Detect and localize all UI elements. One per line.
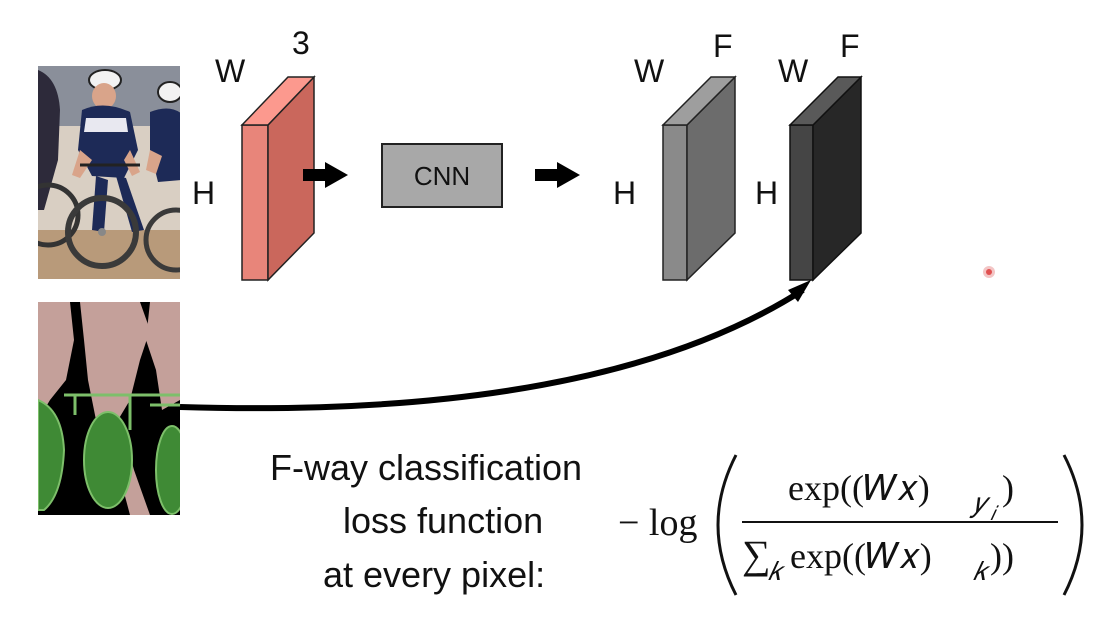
arrow-input-to-cnn bbox=[303, 162, 348, 188]
output-volume-1-top bbox=[661, 76, 737, 126]
formula-numerator-sub: 𝑦 bbox=[969, 488, 991, 519]
output-volume-2 bbox=[788, 75, 863, 282]
formula-sum: ∑ bbox=[742, 532, 771, 577]
curved-arrow-head bbox=[788, 280, 811, 302]
curved-arrow-to-output bbox=[179, 287, 805, 412]
arrow-cnn-to-output bbox=[535, 162, 580, 188]
segmentation-mask bbox=[38, 302, 180, 515]
input-channels-label: 3 bbox=[292, 25, 310, 61]
output-2-width-label: W bbox=[778, 53, 809, 89]
formula-denominator-sub: 𝑘 bbox=[973, 557, 991, 586]
output-volume-1 bbox=[661, 75, 737, 282]
formula-left-paren bbox=[716, 454, 738, 596]
output-1-height-label: H bbox=[613, 175, 636, 211]
formula-sum-sub: 𝑘 bbox=[768, 557, 786, 586]
caption-line-1: F-way classification bbox=[270, 447, 582, 488]
formula-neg-log: − log bbox=[618, 502, 698, 544]
output-volume-2-front bbox=[789, 124, 814, 281]
input-height-label: H bbox=[192, 175, 215, 211]
pointer-dot bbox=[983, 266, 995, 278]
cnn-box bbox=[381, 143, 503, 208]
caption-line-3: at every pixel: bbox=[323, 554, 545, 595]
output-volume-2-top bbox=[788, 76, 863, 126]
formula-denominator-close: )) bbox=[990, 536, 1014, 576]
formula-numerator-subsub: 𝑖 bbox=[990, 503, 999, 525]
caption-line-2: loss function bbox=[343, 500, 543, 541]
formula-right-paren bbox=[1062, 454, 1084, 596]
input-width-label: W bbox=[215, 53, 246, 89]
output-1-width-label: W bbox=[634, 53, 665, 89]
formula-numerator-close: ) bbox=[1002, 468, 1014, 508]
loss-formula: − log exp((𝑊𝑥) 𝑦 𝑖 ) ∑ 𝑘 exp((𝑊𝑥) 𝑘 )) bbox=[618, 454, 1084, 596]
input-volume-front bbox=[241, 124, 269, 281]
input-volume-top bbox=[240, 76, 316, 126]
cyclists-photo bbox=[38, 66, 180, 279]
input-volume bbox=[240, 75, 316, 282]
output-volume-1-front bbox=[662, 124, 688, 281]
formula-numerator: exp((𝑊𝑥) bbox=[788, 468, 930, 508]
output-2-height-label: H bbox=[755, 175, 778, 211]
cnn-label: CNN bbox=[414, 161, 470, 191]
formula-denominator: exp((𝑊𝑥) bbox=[790, 536, 932, 576]
output-2-channels-label: F bbox=[840, 28, 860, 64]
output-1-channels-label: F bbox=[713, 28, 733, 64]
